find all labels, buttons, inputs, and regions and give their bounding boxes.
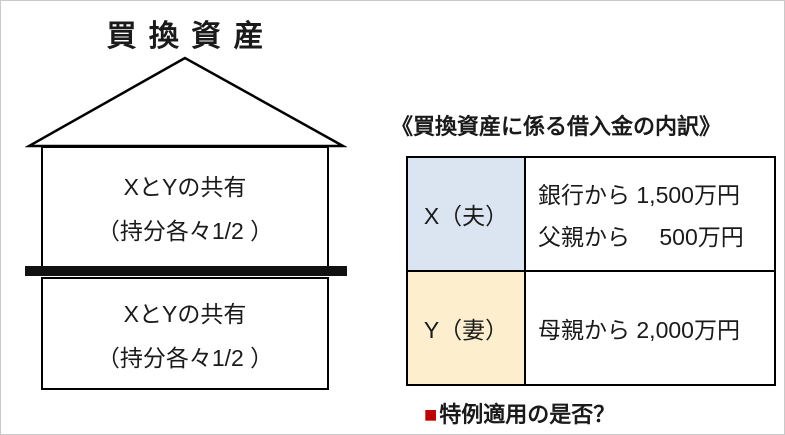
floor-divider [25, 266, 347, 276]
lower-floor-line2: （持分各々1/2 ） [96, 344, 274, 371]
upper-floor-line2: （持分各々1/2 ） [96, 218, 274, 244]
breakdown-heading: 《買換資産に係る借入金の内訳》 [391, 114, 722, 139]
note: ■特例適用の是否？ [424, 397, 615, 429]
note-bullet-icon: ■ [424, 402, 438, 427]
upper-floor-box: XとYの共有 （持分各々1/2 ） [41, 146, 329, 268]
owner-cell-y: Y（妻） [408, 272, 526, 384]
house-title: 買 換 資 産 [106, 20, 266, 53]
loan-detail-x: 銀行から 1,500万円 父親から 500万円 [526, 158, 774, 270]
loan-detail-x-line1: 銀行から 1,500万円 [538, 182, 740, 208]
house-roof [25, 56, 347, 148]
note-text: 特例適用の是否？ [439, 402, 616, 427]
loan-detail-y: 母親から 2,000万円 [526, 272, 774, 384]
upper-floor-line1: XとYの共有 [123, 174, 247, 200]
table-row-x: X（夫） 銀行から 1,500万円 父親から 500万円 [408, 158, 774, 270]
loan-detail-x-line2: 父親から 500万円 [538, 224, 744, 250]
table-row-y: Y（妻） 母親から 2,000万円 [408, 270, 774, 384]
owner-cell-x: X（夫） [408, 158, 526, 270]
lower-floor-box: XとYの共有 （持分各々1/2 ） [41, 277, 329, 390]
loan-table: X（夫） 銀行から 1,500万円 父親から 500万円 Y（妻） 母親から 2… [406, 156, 776, 386]
lower-floor-line1: XとYの共有 [123, 300, 247, 327]
loan-detail-y-line1: 母親から 2,000万円 [538, 317, 740, 343]
